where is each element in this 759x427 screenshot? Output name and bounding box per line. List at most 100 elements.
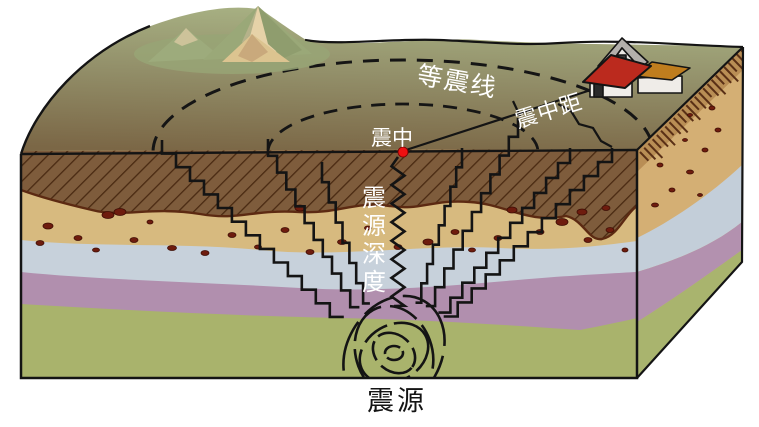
hatch-tick — [672, 117, 689, 134]
mountain-facet — [258, 6, 302, 58]
pebble — [668, 187, 676, 193]
hatch-tick — [689, 100, 700, 111]
pebble — [167, 245, 177, 251]
pebble — [605, 227, 615, 233]
pebble — [200, 250, 210, 256]
pebble — [146, 219, 154, 225]
top-right-edge — [636, 46, 744, 151]
hatch-tick — [723, 66, 739, 83]
pebble — [73, 235, 83, 241]
pebble — [422, 238, 434, 246]
hatch-tick — [719, 70, 732, 84]
pebble — [701, 147, 709, 153]
seismic-ray — [415, 148, 464, 305]
hatch-tick — [685, 104, 702, 121]
hatch-tick — [677, 113, 687, 124]
mountain-icon — [134, 6, 330, 74]
right-face-outline — [636, 46, 745, 379]
pebble — [621, 247, 629, 253]
hatch-tick — [643, 147, 657, 160]
epicenter-dot — [397, 146, 409, 158]
right-face-purple-layer — [637, 222, 742, 322]
pebble — [708, 105, 716, 111]
seismic-rays — [160, 118, 614, 319]
pebble — [682, 138, 688, 142]
seismic-ray — [425, 118, 520, 308]
hatch-tick — [710, 79, 727, 95]
pebble — [280, 227, 290, 233]
pebble — [686, 169, 694, 175]
pebble — [697, 193, 703, 197]
pebble — [651, 202, 659, 208]
pebble — [714, 127, 722, 133]
mountain-peak-left — [148, 28, 222, 62]
focal-depth-label: 震 源 深 度 — [362, 184, 386, 296]
epicentral-distance-group — [405, 86, 613, 152]
pebble — [113, 208, 127, 216]
right-face-blue-layer — [637, 165, 742, 272]
right-face-hatch-ticks — [639, 49, 743, 162]
seismic-ray — [160, 140, 344, 319]
pebble — [364, 225, 372, 231]
pebble — [450, 229, 460, 235]
focal-depth-char: 度 — [362, 268, 386, 296]
hatch-tick — [727, 62, 738, 73]
hatch-tick — [639, 151, 650, 162]
surface-crack — [557, 103, 613, 148]
seismic-ray — [438, 148, 572, 314]
pebble — [42, 222, 54, 230]
mountain-hill-shade — [238, 34, 268, 62]
hatch-tick — [706, 83, 720, 97]
top-left-edge — [19, 24, 151, 155]
pebble — [101, 211, 115, 219]
block-edges — [19, 24, 745, 380]
pebble — [35, 240, 45, 246]
hatch-tick — [656, 134, 669, 148]
focal-depth-zigzag — [389, 156, 409, 308]
pebble — [687, 113, 693, 117]
hatch-tick — [698, 91, 714, 108]
seismic-ray — [266, 139, 360, 309]
pebble — [468, 247, 476, 253]
isoseismal-lines — [151, 58, 655, 153]
hatch-tick — [693, 96, 707, 109]
distance-tick — [512, 100, 521, 117]
focus-ring — [353, 304, 435, 378]
focus-ring — [383, 344, 405, 362]
seismic-ray — [443, 148, 614, 318]
pebble — [576, 208, 588, 216]
hatch-tick — [702, 87, 713, 98]
focus-label: 震源 — [367, 386, 427, 417]
pebble — [129, 237, 139, 243]
hatch-tick — [668, 121, 682, 135]
isoseismal-line-outer — [151, 58, 655, 153]
epicentral-distance-line — [405, 86, 598, 152]
hatch-tick — [647, 142, 664, 159]
focal-depth-char: 深 — [362, 240, 386, 268]
right-face-green-layer — [637, 250, 742, 378]
pebble — [555, 218, 569, 226]
focus-ring — [342, 294, 446, 378]
hatch-tick — [660, 130, 676, 146]
hatch-tick — [651, 138, 662, 149]
pebble — [305, 249, 315, 255]
hatch-tick — [736, 53, 743, 70]
pebble — [227, 232, 237, 238]
focal-depth-char: 震 — [362, 184, 386, 212]
pebble — [583, 237, 593, 243]
hatch-tick — [715, 74, 725, 85]
mountain-facet — [174, 28, 198, 46]
front-top-edge — [20, 148, 638, 156]
house-main-roof — [582, 54, 652, 89]
pebble — [656, 162, 664, 168]
front-face-outline — [19, 150, 639, 380]
pebble — [92, 247, 100, 253]
isoseismal-line-inner — [266, 102, 540, 153]
focal-depth-char: 源 — [362, 212, 386, 240]
pebble — [601, 205, 611, 211]
pebble — [506, 206, 518, 214]
epicenter-label: 震中 — [371, 126, 413, 150]
right-face-speckles — [651, 105, 722, 243]
